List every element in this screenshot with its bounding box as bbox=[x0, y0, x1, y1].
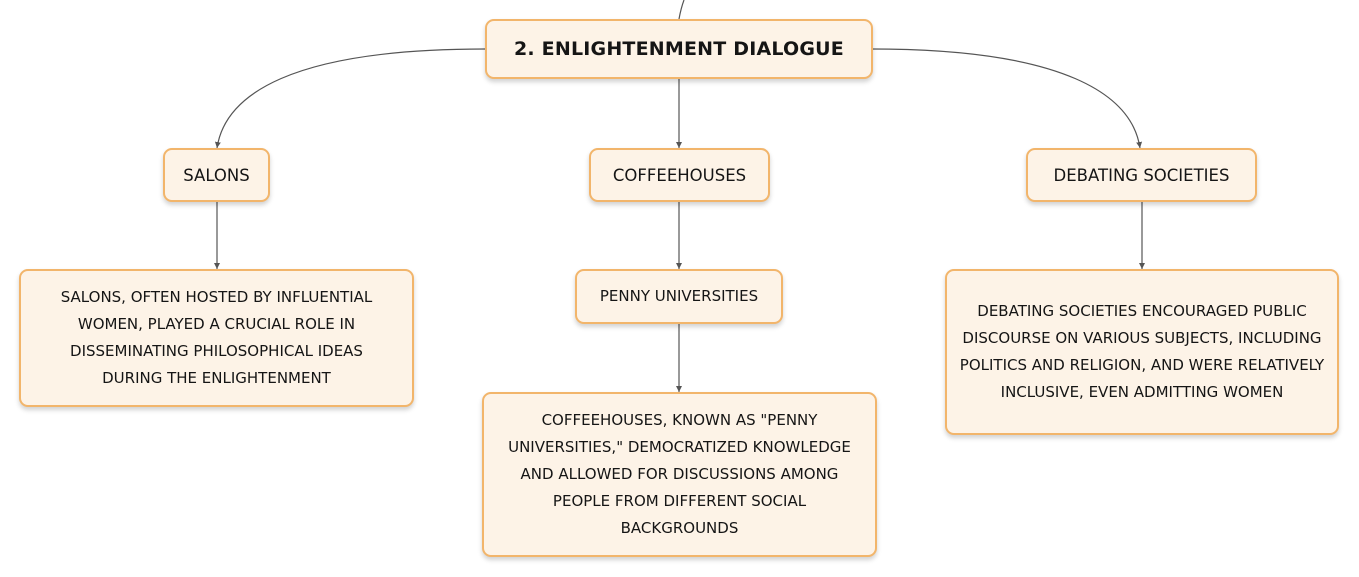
node-salons-label: Salons bbox=[183, 165, 250, 185]
node-penny-universities[interactable]: Penny Universities bbox=[575, 269, 783, 324]
connector-root-debating-societies bbox=[871, 48, 1143, 149]
connector-root-salons bbox=[214, 48, 486, 149]
node-salons[interactable]: Salons bbox=[163, 148, 270, 202]
node-coffeehouses-description-text: Coffeehouses, known as "Penny Universiti… bbox=[508, 411, 851, 537]
node-debating-societies-description[interactable]: Debating societies encouraged public dis… bbox=[945, 269, 1339, 435]
node-debating-societies-label: Debating Societies bbox=[1053, 165, 1230, 185]
node-coffeehouses-description[interactable]: Coffeehouses, known as "Penny Universiti… bbox=[482, 392, 877, 557]
node-debating-societies-description-text: Debating societies encouraged public dis… bbox=[959, 302, 1325, 401]
node-debating-societies[interactable]: Debating Societies bbox=[1026, 148, 1257, 202]
node-salons-description-text: Salons, often hosted by influential wome… bbox=[60, 288, 373, 387]
node-coffeehouses-label: Coffeehouses bbox=[612, 165, 747, 185]
node-penny-universities-label: Penny Universities bbox=[599, 287, 759, 305]
root-node[interactable]: 2. Enlightenment Dialogue bbox=[485, 19, 873, 79]
node-salons-description[interactable]: Salons, often hosted by influential wome… bbox=[19, 269, 414, 407]
node-coffeehouses[interactable]: Coffeehouses bbox=[589, 148, 770, 202]
root-node-label: 2. Enlightenment Dialogue bbox=[514, 38, 844, 60]
connector-incoming-root bbox=[678, 0, 685, 20]
